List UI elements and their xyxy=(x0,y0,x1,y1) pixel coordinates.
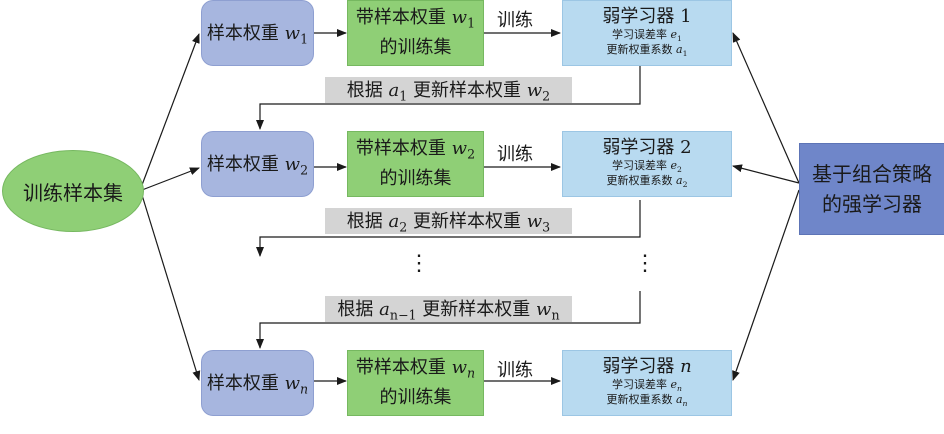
weighted-train-set-box-n: 带样本权重 wn 的训练集 xyxy=(347,350,484,416)
arrow-strong-to-l1 xyxy=(732,32,800,184)
arrow-update-2 xyxy=(256,200,641,257)
arrow-strong-to-l2 xyxy=(732,164,800,184)
sample-weight-box-n: 样本权重 wn xyxy=(201,350,314,416)
weighted-train-set-box-2: 带样本权重 w2 的训练集 xyxy=(347,131,484,197)
update-bar-n: 根据 an−1 更新样本权重 wn xyxy=(325,296,572,323)
training-set-label: 训练样本集 xyxy=(23,180,123,205)
strong-learner-node: 基于组合策略 的强学习器 xyxy=(799,143,944,235)
arrow-set-to-w1 xyxy=(141,33,200,186)
weak-learner-box-2: 弱学习器 2 学习误差率 e2 更新权重系数 a2 xyxy=(562,131,732,197)
update-bar-1: 根据 a1 更新样本权重 w2 xyxy=(325,77,572,104)
weighted-train-set-box-1: 带样本权重 w1 的训练集 xyxy=(347,0,484,66)
strong-learner-line2: 的强学习器 xyxy=(822,192,922,216)
update-bar-2: 根据 a2 更新样本权重 w3 xyxy=(325,208,572,235)
sample-weight-box-1: 样本权重 w1 xyxy=(201,0,314,66)
arrow-set-to-w2 xyxy=(141,167,200,191)
arrow-set-to-wn xyxy=(141,194,201,381)
training-set-node: 训练样本集 xyxy=(2,150,144,232)
ellipsis-right: ⋮ xyxy=(634,251,656,276)
strong-learner-line1: 基于组合策略 xyxy=(812,162,932,186)
weak-learner-box-1: 弱学习器 1 学习误差率 e1 更新权重系数 a1 xyxy=(562,0,732,66)
arrow-update-n xyxy=(256,291,641,349)
arrow-strong-to-ln xyxy=(732,189,800,381)
sample-weight-box-2: 样本权重 w2 xyxy=(201,131,314,197)
train-label-n: 训练 xyxy=(497,360,533,381)
train-label-2: 训练 xyxy=(497,144,533,165)
arrow-update-1 xyxy=(256,66,641,130)
weak-learner-box-n: 弱学习器 n 学习误差率 en 更新权重系数 an xyxy=(562,350,732,416)
train-label-1: 训练 xyxy=(497,10,533,31)
ellipsis-left: ⋮ xyxy=(408,251,430,276)
